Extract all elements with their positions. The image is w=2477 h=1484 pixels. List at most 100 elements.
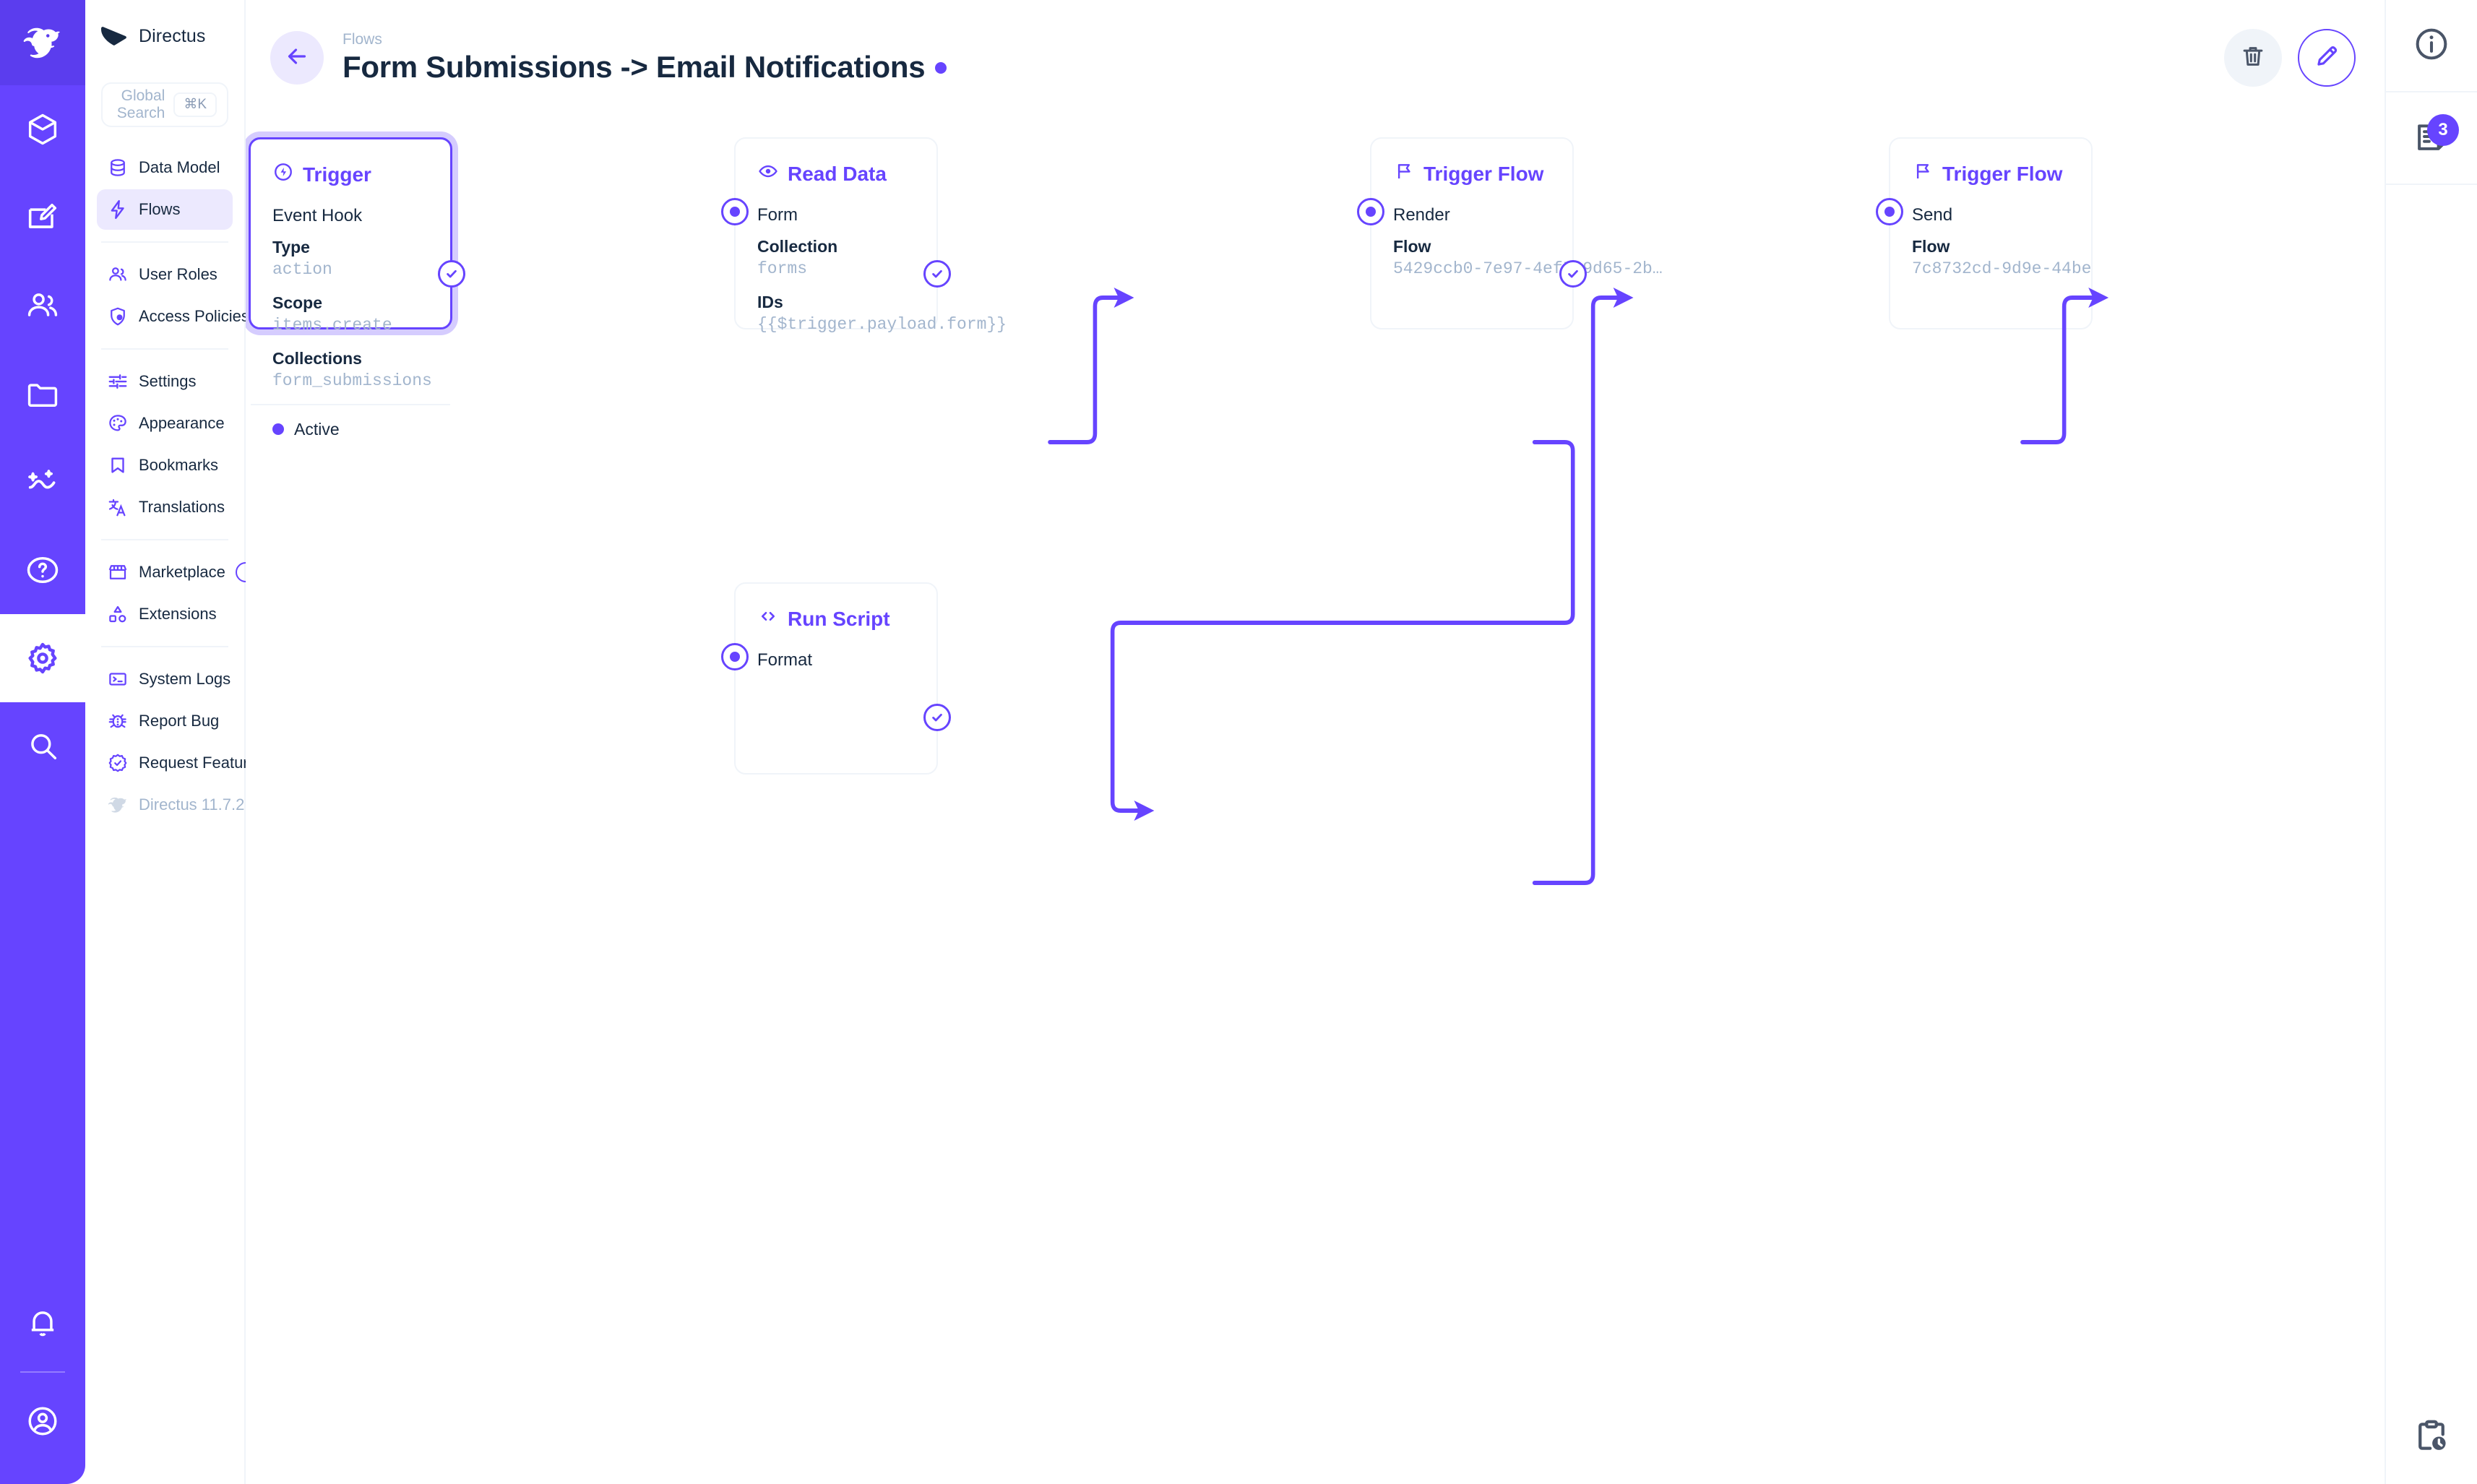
directus-rabbit-logo[interactable]	[0, 0, 85, 85]
sidebar-item-marketplace[interactable]: Marketplace Beta	[97, 552, 284, 592]
main-area: Flows Form Submissions -> Email Notifica…	[246, 0, 2385, 1484]
sidebar-item-bookmarks[interactable]: Bookmarks	[97, 445, 233, 486]
right-sidebar: 3	[2385, 0, 2477, 1484]
sidebar-item-flows[interactable]: Flows	[97, 189, 233, 230]
handle-trigger-flow-render-resolve[interactable]	[1559, 260, 1587, 288]
storefront-icon	[107, 561, 129, 583]
rail-help-circle-icon[interactable]	[0, 526, 85, 614]
sidebar-item-label: Bookmarks	[139, 456, 219, 474]
handle-run-script-in[interactable]	[721, 643, 749, 670]
clipboard-clock-icon	[2412, 1417, 2451, 1459]
node-type-title: Read Data	[757, 160, 915, 187]
sidebar-item-data-model[interactable]: Data Model	[97, 147, 233, 188]
sidebar-item-report-bug[interactable]: Report Bug	[97, 701, 233, 741]
handle-read-data-resolve[interactable]	[923, 260, 951, 288]
palette-icon	[107, 413, 129, 434]
rail-gear-icon[interactable]	[0, 614, 85, 702]
info-circle-icon	[2412, 25, 2451, 67]
rail-folder-icon[interactable]	[0, 350, 85, 438]
field-key: Scope	[272, 293, 323, 312]
node-footer: Active	[251, 403, 450, 439]
code-brackets-icon	[757, 605, 779, 632]
sidebar-item-label: Translations	[139, 498, 225, 516]
sidebar-item-appearance[interactable]: Appearance	[97, 403, 233, 444]
extensions-icon	[107, 603, 129, 625]
sidebar-group-1: Data Model Flows	[97, 147, 233, 230]
page-title-text: Form Submissions -> Email Notifications	[343, 50, 926, 85]
rail-edit-box-icon[interactable]	[0, 173, 85, 262]
sidebar-item-access-policies[interactable]: Access Policies	[97, 296, 249, 337]
flow-node-trigger-flow-send[interactable]: Trigger Flow Send Flow 7c8732cd-9d9e-44b…	[1889, 137, 2093, 329]
edit-button[interactable]	[2298, 29, 2356, 87]
module-rail	[0, 0, 85, 1484]
active-status-dot	[272, 423, 284, 436]
handle-trigger-flow-send-in[interactable]	[1876, 198, 1903, 225]
bookmark-icon	[107, 454, 129, 476]
terminal-icon	[107, 668, 129, 690]
handle-run-script-resolve[interactable]	[923, 704, 951, 731]
sidebar-item-label: Report Bug	[139, 712, 220, 730]
bug-icon	[107, 710, 129, 732]
field-value: 5429ccb0-7e97-4ef5-9d65-2b…	[1393, 259, 1663, 278]
sidebar-item-request-feature[interactable]: Request Feature	[97, 743, 257, 783]
sidebar-item-extensions[interactable]: Extensions	[97, 594, 233, 634]
node-field: Flow 5429ccb0-7e97-4ef5-9d65-2b…	[1393, 236, 1663, 280]
field-key: IDs	[757, 292, 783, 311]
field-value: {{$trigger.payload.form}}	[757, 314, 1007, 334]
flow-canvas[interactable]: Trigger Event Hook Type action Scope ite…	[246, 116, 2385, 1484]
rail-box-icon[interactable]	[0, 85, 85, 173]
info-button[interactable]	[2385, 0, 2477, 92]
page-header: Flows Form Submissions -> Email Notifica…	[246, 0, 2385, 116]
module-sidebar: Directus Global Search ⌘K Data Model	[85, 0, 284, 1484]
sidebar-group-4: Marketplace Beta Extensions	[97, 552, 284, 634]
rail-bell-icon[interactable]	[0, 1279, 85, 1367]
activity-button[interactable]	[2385, 1392, 2477, 1484]
trigger-bolt-icon	[272, 161, 294, 188]
rail-insights-icon[interactable]	[0, 438, 85, 526]
page-title: Form Submissions -> Email Notifications	[343, 50, 947, 85]
node-field: Collections form_submissions	[272, 348, 432, 392]
handle-trigger-resolve[interactable]	[438, 260, 465, 288]
delete-button[interactable]	[2224, 29, 2282, 87]
flow-node-trigger[interactable]: Trigger Event Hook Type action Scope ite…	[249, 137, 452, 439]
node-field: IDs {{$trigger.payload.form}}	[757, 292, 1007, 336]
rail-items	[0, 85, 85, 790]
revisions-button[interactable]: 3	[2385, 92, 2477, 185]
field-value: form_submissions	[272, 371, 432, 390]
node-type-label: Trigger Flow	[1423, 162, 1544, 185]
flag-icon	[1393, 160, 1415, 187]
database-icon	[107, 157, 129, 178]
node-field: Type action	[272, 237, 428, 281]
node-type-title: Trigger	[272, 161, 428, 188]
brand: Directus	[85, 0, 244, 72]
sidebar-item-settings[interactable]: Settings	[97, 361, 233, 402]
sidebar-item-translations[interactable]: Translations	[97, 487, 233, 527]
node-type-label: Trigger Flow	[1942, 162, 2063, 185]
rail-search-icon[interactable]	[0, 702, 85, 790]
node-type-label: Read Data	[788, 162, 887, 185]
flow-node-run-script[interactable]: Run Script Format	[734, 582, 938, 775]
field-key: Collection	[757, 237, 838, 256]
sidebar-item-label: Request Feature	[139, 754, 257, 772]
rail-account-circle-icon[interactable]	[0, 1377, 85, 1465]
breadcrumb[interactable]: Flows	[343, 31, 382, 48]
search-shortcut-badge: ⌘K	[173, 92, 217, 118]
sidebar-item-user-roles[interactable]: User Roles	[97, 254, 233, 295]
directus-mark-icon	[101, 27, 127, 46]
node-type-label: Run Script	[788, 607, 890, 630]
back-button[interactable]	[270, 31, 324, 85]
global-search-input[interactable]: Global Search ⌘K	[101, 82, 228, 127]
sidebar-item-system-logs[interactable]: System Logs	[97, 659, 233, 699]
field-key: Flow	[1393, 237, 1431, 256]
node-subtitle: Send	[1912, 205, 1953, 225]
rail-users-icon[interactable]	[0, 262, 85, 350]
users-icon	[107, 264, 129, 285]
lightning-icon	[107, 199, 129, 220]
flow-node-read-data[interactable]: Read Data Form Collection forms IDs {{$t…	[734, 137, 1007, 334]
handle-trigger-flow-render-in[interactable]	[1357, 198, 1384, 225]
flag-icon	[1912, 160, 1934, 187]
flow-node-trigger-flow-render[interactable]: Trigger Flow Render Flow 5429ccb0-7e97-4…	[1370, 137, 1663, 329]
handle-read-data-in[interactable]	[721, 198, 749, 225]
global-search-placeholder: Global Search	[116, 87, 165, 121]
